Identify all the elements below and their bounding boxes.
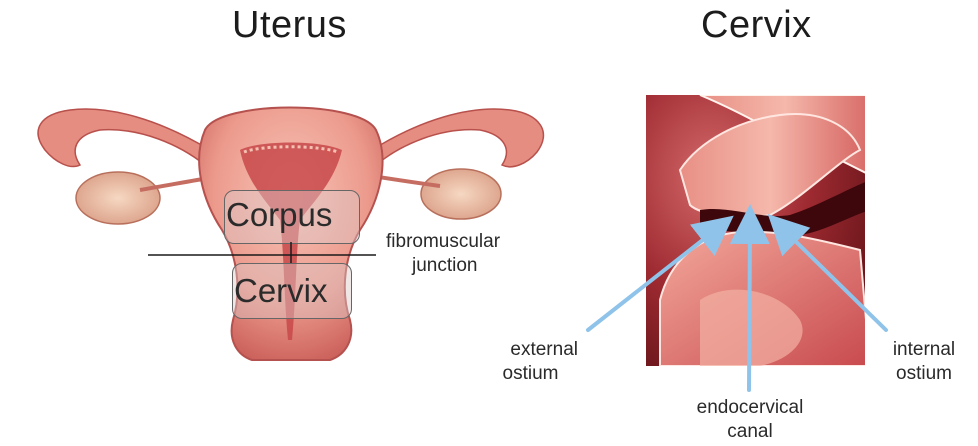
external-ostium-line1: external [483,338,578,362]
internal-ostium-line2: ostium [878,362,970,386]
external-ostium-label: external ostium [483,338,578,386]
internal-ostium-line1: internal [878,338,970,362]
endocervical-canal-line2: canal [676,420,824,444]
endocervical-canal-line1: endocervical [676,396,824,420]
external-ostium-line2: ostium [483,362,578,386]
internal-ostium-label: internal ostium [878,338,970,386]
endocervical-canal-label: endocervical canal [676,396,824,444]
